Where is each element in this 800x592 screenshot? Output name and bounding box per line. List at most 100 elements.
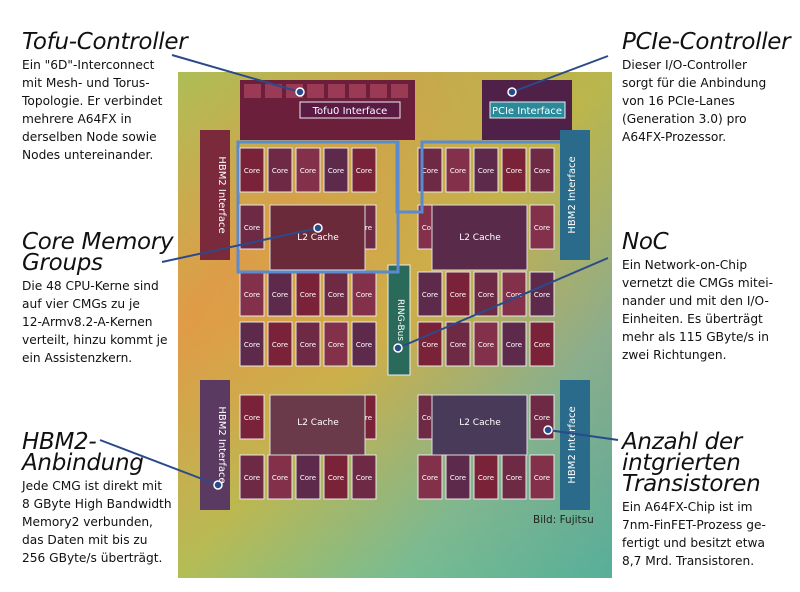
core-label: Core bbox=[328, 167, 344, 175]
tofu-pad bbox=[265, 84, 282, 98]
core-tile bbox=[501, 454, 527, 500]
core-tile bbox=[529, 321, 555, 367]
core-label: Core bbox=[450, 291, 466, 299]
annotation-hbm: HBM2-Anbindung Jede CMG ist direkt mit 8… bbox=[22, 431, 197, 567]
annotation-noc-text: Ein Network-on-Chip vernetzt die CMGs mi… bbox=[622, 258, 774, 362]
core-tile bbox=[529, 204, 555, 250]
core-label: Core bbox=[356, 474, 372, 482]
core-tile bbox=[445, 271, 471, 317]
annotation-pcie-text: Dieser I/O-Controller sorgt für die Anbi… bbox=[622, 58, 767, 144]
core-label: Core bbox=[328, 341, 344, 349]
core-label: Core bbox=[534, 474, 550, 482]
svg-text:L2 Cache: L2 Cache bbox=[459, 233, 501, 243]
core-label: Core bbox=[478, 291, 494, 299]
tofu-interface-label: Tofu0 Interface bbox=[312, 106, 388, 117]
leader-cmg bbox=[161, 227, 319, 263]
ring-bus-label: RING-Bus bbox=[395, 299, 405, 341]
core-tile bbox=[267, 147, 293, 193]
core-tile bbox=[295, 271, 321, 317]
core-tile bbox=[267, 321, 293, 367]
core-label: Core bbox=[300, 167, 316, 175]
core-label: Core bbox=[272, 474, 288, 482]
core-tile bbox=[529, 147, 555, 193]
core-tile bbox=[473, 147, 499, 193]
core-label: Core bbox=[450, 474, 466, 482]
image-credit: Bild: Fujitsu bbox=[533, 514, 594, 526]
core-label: Core bbox=[422, 291, 438, 299]
core-tile bbox=[351, 271, 377, 317]
core-label: Core bbox=[534, 224, 550, 232]
core-label: Core bbox=[244, 224, 260, 232]
annotation-hbm-text: Jede CMG ist direkt mit 8 GByte High Ban… bbox=[22, 479, 172, 565]
core-label: Core bbox=[244, 414, 260, 422]
core-tile bbox=[529, 271, 555, 317]
leader-tofu bbox=[171, 54, 301, 93]
annotation-tofu-text: Ein "6D"-Interconnect mit Mesh- und Toru… bbox=[22, 58, 163, 162]
core-label: Core bbox=[422, 167, 438, 175]
core-label: Core bbox=[534, 414, 550, 422]
core-label: Core bbox=[244, 291, 260, 299]
core-label: Core bbox=[356, 341, 372, 349]
core-label: Core bbox=[300, 291, 316, 299]
core-label: Core bbox=[478, 474, 494, 482]
core-tile bbox=[351, 321, 377, 367]
core-tile bbox=[239, 204, 265, 250]
core-tile bbox=[501, 321, 527, 367]
core-label: Core bbox=[272, 291, 288, 299]
hbm2-interface-bottom-right bbox=[560, 380, 590, 510]
leader-noc bbox=[397, 257, 609, 349]
hbm2-interface-top-left bbox=[200, 130, 230, 260]
core-tile bbox=[473, 321, 499, 367]
core-label: Core bbox=[422, 341, 438, 349]
svg-text:L2 Cache: L2 Cache bbox=[297, 233, 339, 243]
core-label: Core bbox=[506, 474, 522, 482]
core-label: Core bbox=[422, 474, 438, 482]
hbm2-label-tr: HBM2 Interface bbox=[567, 156, 578, 233]
core-label: Core bbox=[300, 474, 316, 482]
core-tile bbox=[417, 321, 443, 367]
annotation-pcie: PCIe-Controller Dieser I/O-Controller so… bbox=[622, 29, 797, 146]
core-tile bbox=[239, 321, 265, 367]
core-label: Core bbox=[534, 341, 550, 349]
leader-pcie bbox=[511, 55, 609, 93]
core-label: Core bbox=[300, 341, 316, 349]
annotation-cmg-text: Die 48 CPU-Kerne sind auf vier CMGs zu j… bbox=[22, 279, 168, 365]
core-tile bbox=[445, 454, 471, 500]
core-tile bbox=[239, 394, 265, 440]
core-tile bbox=[473, 271, 499, 317]
core-label: Core bbox=[328, 291, 344, 299]
annotation-pcie-title: PCIe-Controller bbox=[622, 29, 791, 55]
hbm2-label-tl: HBM2 Interface bbox=[216, 156, 227, 233]
core-tile bbox=[445, 321, 471, 367]
annotation-noc: NoC Ein Network-on-Chip vernetzt die CMG… bbox=[622, 229, 797, 364]
core-tile bbox=[529, 454, 555, 500]
core-label: Core bbox=[244, 167, 260, 175]
core-tile bbox=[295, 147, 321, 193]
core-label: Core bbox=[506, 291, 522, 299]
core-tile bbox=[239, 454, 265, 500]
tofu-pad bbox=[307, 84, 324, 98]
annotation-transistors-text: Ein A64FX-Chip ist im 7nm-FinFET-Prozess… bbox=[622, 500, 766, 568]
core-label: Core bbox=[506, 341, 522, 349]
core-label: Core bbox=[328, 474, 344, 482]
tofu-pad bbox=[349, 84, 366, 98]
core-label: Core bbox=[422, 224, 438, 232]
leader-hbm bbox=[99, 439, 219, 486]
svg-text:L2 Cache: L2 Cache bbox=[459, 418, 501, 428]
annotation-noc-title: NoC bbox=[622, 229, 669, 255]
core-tile bbox=[501, 147, 527, 193]
hbm2-label-bl: HBM2 Interface bbox=[216, 406, 227, 483]
core-tile bbox=[445, 147, 471, 193]
core-tile bbox=[239, 147, 265, 193]
core-tile bbox=[417, 454, 443, 500]
tofu-pad bbox=[244, 84, 261, 98]
core-label: Core bbox=[506, 167, 522, 175]
l2-cache-top-left: L2 Cache bbox=[269, 204, 366, 271]
core-label: Core bbox=[356, 167, 372, 175]
core-label: Core bbox=[272, 167, 288, 175]
core-label: Core bbox=[534, 291, 550, 299]
l2-cache-bottom-right: L2 Cache bbox=[431, 394, 528, 456]
